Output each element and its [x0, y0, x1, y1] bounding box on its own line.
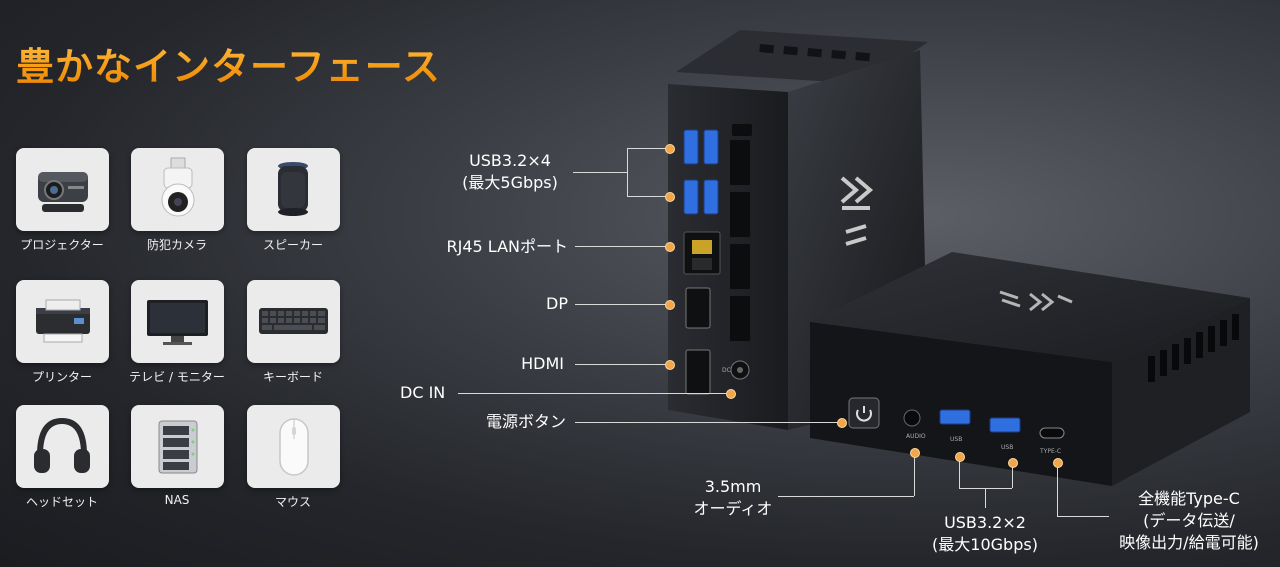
type-c-port	[1039, 427, 1065, 439]
callout-dot	[726, 389, 736, 399]
callout-dot	[665, 242, 675, 252]
callout-dot	[665, 192, 675, 202]
callout-dot	[1053, 458, 1063, 468]
printer-icon	[36, 299, 90, 343]
usb-rear-label: USB3.2×4 (最大5Gbps)	[462, 151, 558, 192]
device-tile-nas	[131, 405, 224, 488]
dc-in-label: DC IN	[400, 383, 446, 402]
callout-line	[985, 488, 986, 508]
lying-unit-top	[810, 252, 1250, 362]
callout-line	[1057, 516, 1109, 517]
callout-dot	[665, 360, 675, 370]
callout-line	[458, 393, 730, 394]
dc-mark: DC	[722, 367, 731, 374]
headset-icon	[34, 417, 90, 473]
hdmi-port	[685, 349, 711, 395]
callout-dot	[665, 300, 675, 310]
callout-dot	[665, 144, 675, 154]
device-label: ヘッドセット	[25, 495, 98, 509]
device-tile-speaker	[247, 148, 340, 231]
callout-line	[575, 364, 669, 365]
power-button-label: 電源ボタン	[485, 412, 566, 431]
front-usb-port-1	[939, 409, 971, 425]
device-label: テレビ / モニター	[129, 370, 225, 384]
device-label: NAS	[164, 493, 190, 507]
device-label: 防犯カメラ	[146, 238, 207, 252]
callout-line	[627, 196, 669, 197]
front-usb-port-2	[989, 417, 1021, 433]
device-label: プロジェクター	[20, 238, 104, 252]
callout-line	[778, 496, 914, 497]
lying-unit-front	[810, 322, 1112, 486]
type-c-label: 全機能Type-C (データ伝送/ 映像出力/給電可能)	[1119, 489, 1259, 552]
callout-line	[627, 148, 628, 196]
projector-icon	[38, 172, 88, 212]
callout-dot	[910, 448, 920, 458]
callout-line	[1057, 462, 1058, 516]
callout-line	[959, 456, 960, 488]
rj45-label: RJ45 LANポート	[446, 237, 568, 256]
callout-dot	[1008, 458, 1018, 468]
device-tile-headset	[16, 405, 109, 488]
standing-unit-back-panel	[668, 84, 788, 430]
device-tile-tv	[131, 280, 224, 363]
usb-mark-1: USB	[950, 436, 962, 443]
lying-unit-side	[1112, 298, 1250, 486]
usb-mark-2: USB	[1001, 444, 1013, 451]
device-tile-mouse	[247, 405, 340, 488]
callout-line	[575, 422, 841, 423]
page-title: 豊かなインターフェース	[16, 36, 441, 91]
audio-jack	[903, 409, 921, 427]
rear-usb-ports	[683, 129, 719, 215]
dp-label: DP	[546, 294, 568, 313]
typec-mark: TYPE-C	[1039, 448, 1061, 455]
security-camera-icon	[161, 157, 195, 217]
callout-line	[627, 148, 669, 149]
dp-port	[685, 287, 711, 329]
callout-dot	[837, 418, 847, 428]
nas-icon	[158, 420, 198, 474]
device-label: プリンター	[31, 370, 92, 384]
audio-label: 3.5mm オーディオ	[693, 477, 773, 518]
device-tile-printer	[16, 280, 109, 363]
audio-mark: AUDIO	[906, 433, 926, 440]
usb-front-label: USB3.2×2 (最大10Gbps)	[932, 513, 1038, 554]
keyboard-icon	[259, 308, 328, 334]
device-label: キーボード	[262, 370, 323, 384]
hdmi-label: HDMI	[521, 354, 564, 373]
callout-line	[575, 246, 669, 247]
device-label: マウス	[274, 495, 311, 509]
device-tile-keyboard	[247, 280, 340, 363]
speaker-icon	[278, 162, 308, 216]
mouse-icon	[279, 418, 309, 476]
device-label: スピーカー	[262, 238, 323, 252]
device-tile-security-camera	[131, 148, 224, 231]
brand-logo	[840, 176, 874, 246]
callout-line	[914, 452, 915, 496]
callout-line	[573, 172, 627, 173]
callout-line	[1012, 462, 1013, 488]
callout-line	[575, 304, 669, 305]
tv-monitor-icon	[147, 300, 208, 345]
device-tile-projector	[16, 148, 109, 231]
callout-dot	[955, 452, 965, 462]
